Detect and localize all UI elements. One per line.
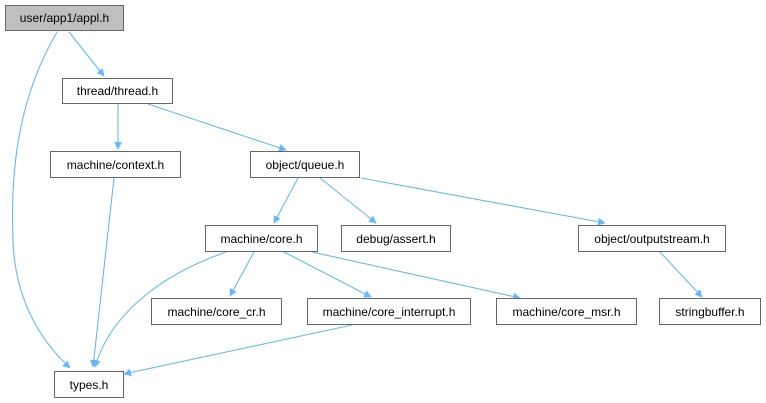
edge-core-to-core-interrupt	[283, 251, 372, 298]
node-machine-core-cr-h[interactable]: machine/core_cr.h	[151, 298, 282, 325]
node-object-queue-h[interactable]: object/queue.h	[250, 151, 360, 178]
node-stringbuffer-h[interactable]: stringbuffer.h	[659, 298, 761, 325]
edge-core-to-types	[93, 251, 227, 368]
edge-queue-to-outputstream	[360, 177, 606, 226]
node-machine-core-interrupt-h[interactable]: machine/core_interrupt.h	[307, 298, 471, 325]
edge-core-to-core-cr	[229, 251, 255, 297]
edge-thread-to-queue	[147, 103, 287, 152]
node-object-outputstream-h[interactable]: object/outputstream.h	[578, 225, 726, 252]
edge-outputstream-to-stringbuffer	[659, 251, 703, 298]
edge-appl-to-types	[11, 31, 71, 369]
edge-appl-to-thread	[68, 31, 105, 77]
node-types-h[interactable]: types.h	[54, 371, 124, 398]
edge-queue-to-core	[273, 177, 299, 224]
node-machine-context-h[interactable]: machine/context.h	[50, 151, 181, 178]
node-thread-thread-h[interactable]: thread/thread.h	[62, 78, 173, 104]
node-debug-assert-h[interactable]: debug/assert.h	[341, 225, 451, 252]
node-user-app1-appl-h[interactable]: user/app1/appl.h	[5, 5, 124, 31]
node-machine-core-h[interactable]: machine/core.h	[205, 225, 318, 252]
edge-core-interrupt-to-types	[123, 324, 353, 377]
edge-core-to-core-msr	[311, 251, 521, 301]
node-machine-core-msr-h[interactable]: machine/core_msr.h	[496, 298, 637, 325]
edge-queue-to-assert	[319, 177, 377, 224]
edge-context-to-types	[89, 177, 115, 368]
